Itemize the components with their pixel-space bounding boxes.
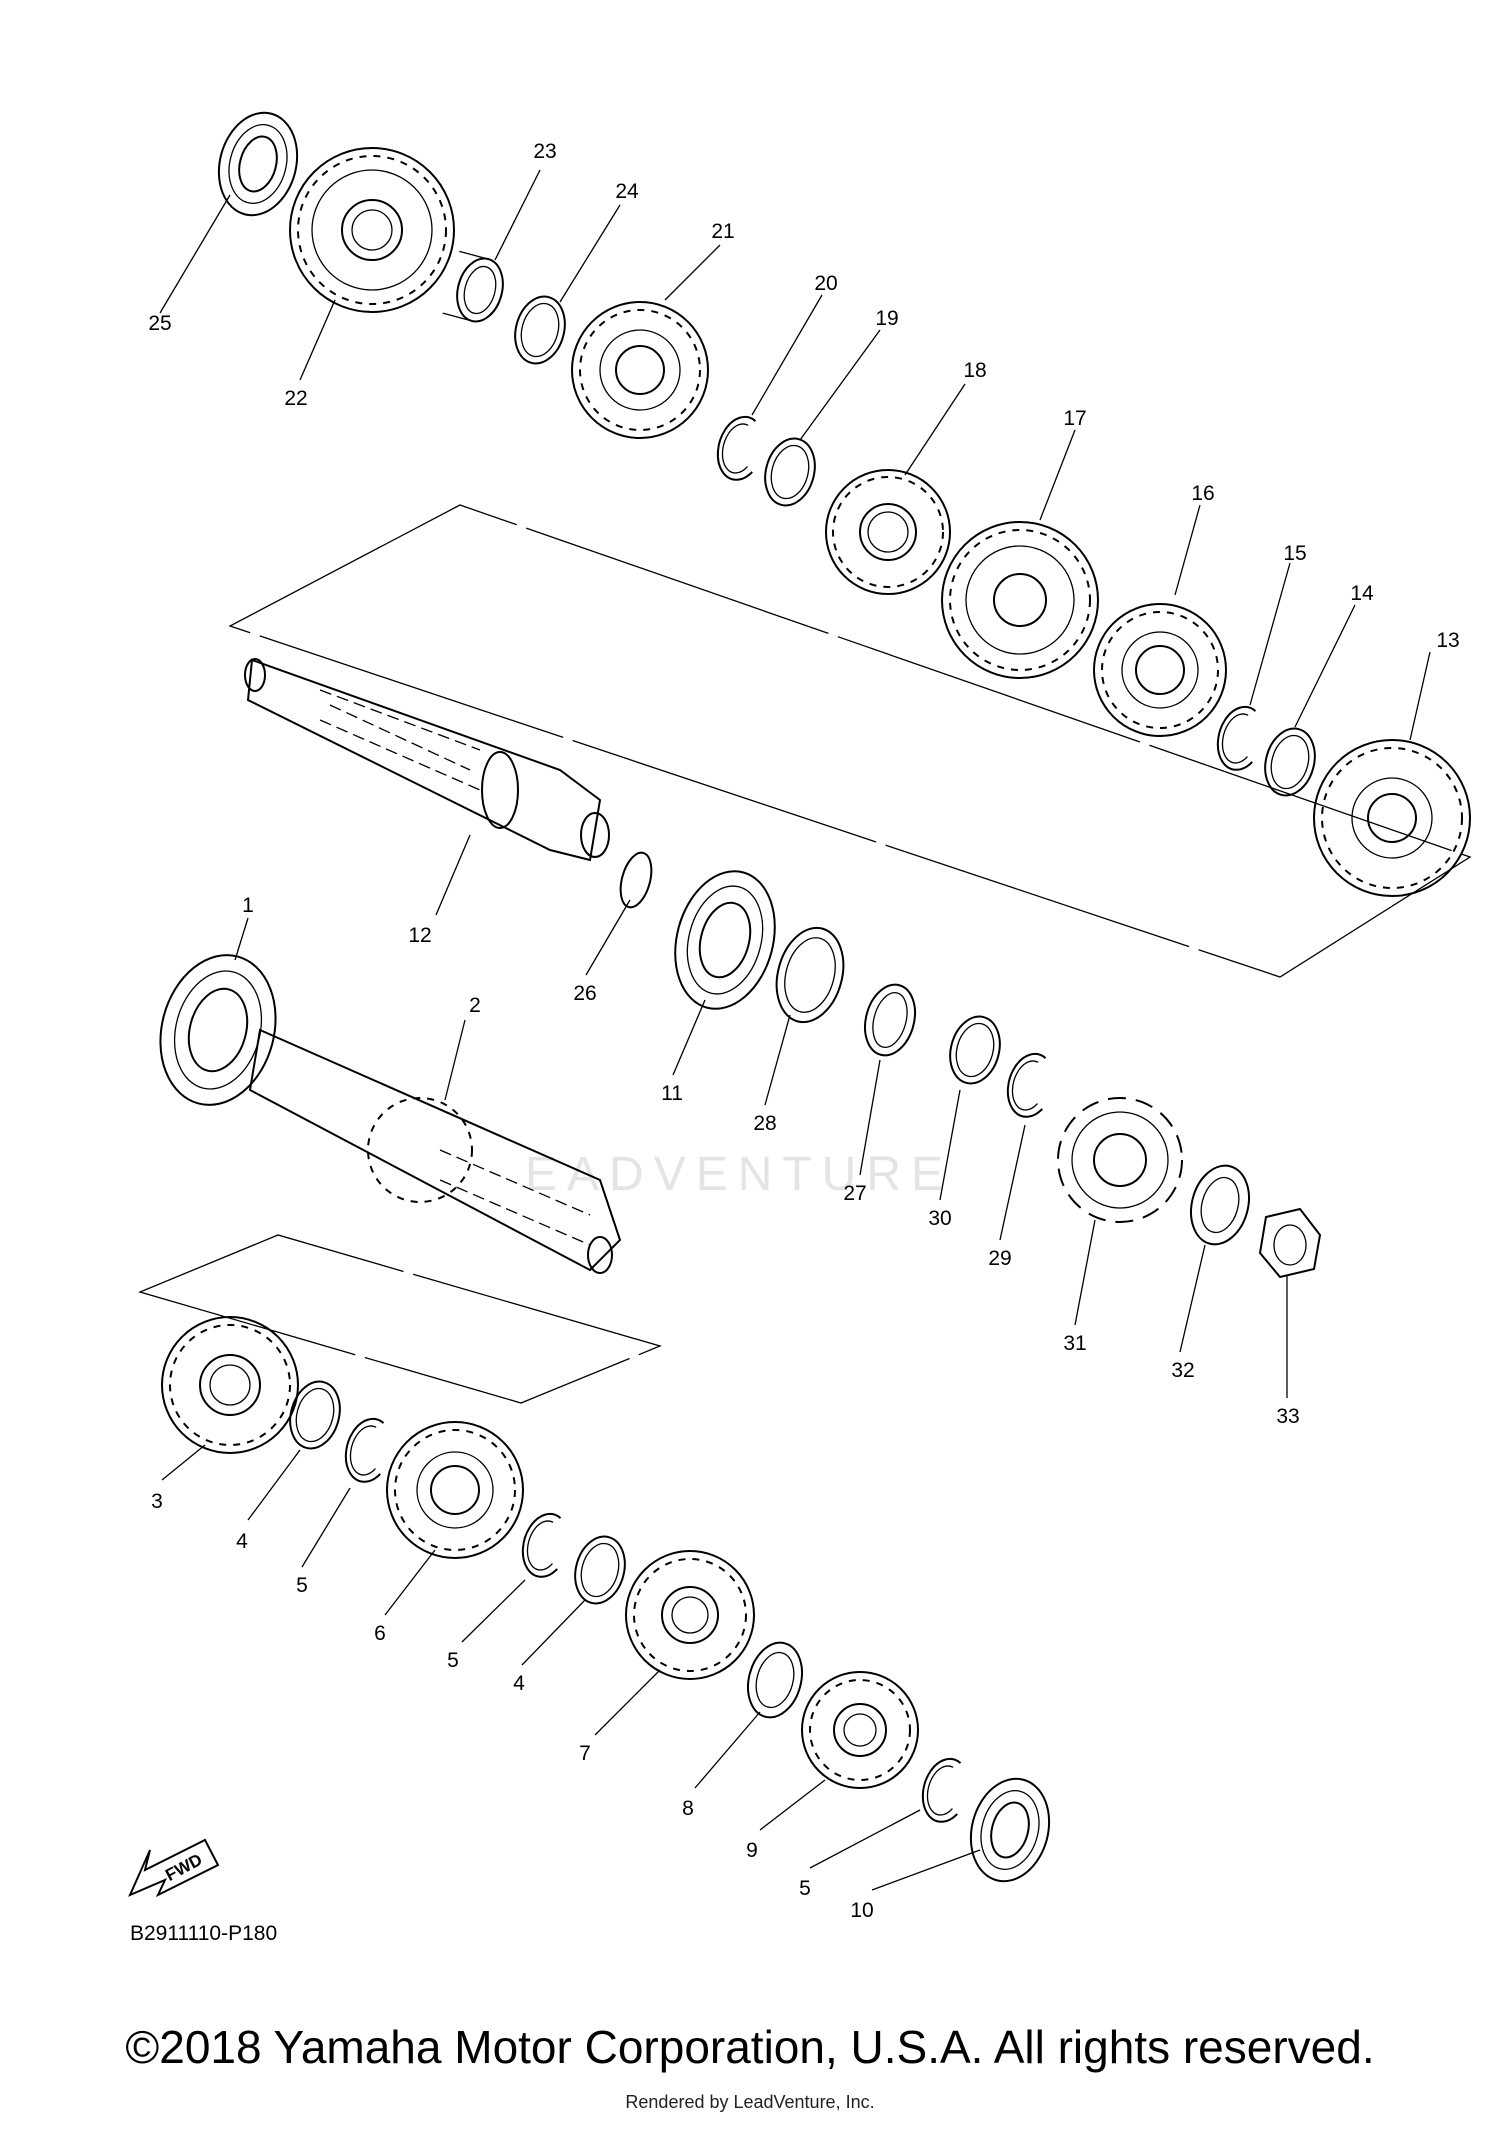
part-label-15: 15 <box>1283 542 1306 565</box>
part-label-27: 27 <box>843 1182 866 1205</box>
part-19-washer <box>757 431 823 513</box>
part-21-gear <box>571 301 709 439</box>
part-label-8: 8 <box>682 1797 694 1820</box>
part-label-25: 25 <box>148 312 171 335</box>
part-label-20: 20 <box>814 272 837 295</box>
part-label-23: 23 <box>533 140 556 163</box>
part-label-17: 17 <box>1063 407 1086 430</box>
part-label-32: 32 <box>1171 1359 1194 1382</box>
part-label-5a: 5 <box>296 1574 308 1597</box>
part-label-24: 24 <box>615 180 639 203</box>
part-4-washer-b <box>567 1529 633 1611</box>
part-4-washer-a <box>282 1374 348 1456</box>
part-31-sprocket <box>1057 1097 1183 1223</box>
part-label-14: 14 <box>1350 582 1374 605</box>
part-label-22: 22 <box>284 387 307 410</box>
part-26-o-ring <box>619 851 653 909</box>
part-number-labels: 1 2 3 4 5 6 5 4 7 8 9 5 10 11 12 13 14 1… <box>148 140 1459 1922</box>
drawing-code: B2911110-P180 <box>130 1922 277 1945</box>
copyright-notice: ©2018 Yamaha Motor Corporation, U.S.A. A… <box>125 2021 1375 2073</box>
part-label-29: 29 <box>988 1247 1011 1270</box>
part-12-drive-axle <box>244 658 610 862</box>
part-5-circlip-b <box>515 1507 572 1582</box>
part-label-31: 31 <box>1063 1332 1086 1355</box>
part-label-18: 18 <box>963 359 986 382</box>
part-label-13: 13 <box>1436 629 1459 652</box>
part-27-collar <box>864 983 916 1057</box>
part-6-gear <box>386 1421 524 1559</box>
fwd-label: FWD <box>162 1850 205 1885</box>
part-5-circlip-c <box>915 1752 972 1827</box>
part-17-gear <box>941 521 1099 679</box>
part-10-bearing <box>958 1768 1062 1892</box>
part-label-4a: 4 <box>236 1530 248 1553</box>
part-13-gear <box>1313 739 1471 897</box>
part-label-26: 26 <box>573 982 596 1005</box>
part-14-washer <box>1257 721 1323 803</box>
part-label-7: 7 <box>579 1742 591 1765</box>
part-23-collar <box>442 250 504 323</box>
rendered-by-notice: Rendered by LeadVenture, Inc. <box>625 2092 875 2112</box>
part-15-circlip <box>1210 700 1267 775</box>
leader-lines <box>159 169 1431 1891</box>
part-8-needle-bearing <box>747 1641 803 1719</box>
part-28-seal <box>775 926 845 1024</box>
part-30-washer <box>942 1009 1008 1091</box>
part-label-33: 33 <box>1276 1405 1299 1428</box>
main-axle-group-outline <box>138 1234 662 1404</box>
part-label-9: 9 <box>746 1839 758 1862</box>
part-label-3: 3 <box>151 1490 163 1513</box>
part-label-4b: 4 <box>513 1672 525 1695</box>
part-label-1: 1 <box>242 894 254 917</box>
fwd-arrow-icon: FWD <box>128 1838 220 1898</box>
part-11-bearing <box>674 870 776 1010</box>
part-3-gear <box>161 1316 299 1454</box>
part-5-circlip-a <box>338 1412 395 1487</box>
part-label-10: 10 <box>850 1899 873 1922</box>
part-label-2: 2 <box>469 994 481 1017</box>
part-7-gear <box>625 1550 755 1680</box>
part-label-12: 12 <box>408 924 431 947</box>
part-label-21: 21 <box>711 220 734 243</box>
part-label-28: 28 <box>753 1112 776 1135</box>
part-22-gear <box>289 147 455 313</box>
part-1-bearing <box>159 954 277 1106</box>
part-2-main-axle <box>248 1028 622 1274</box>
part-label-16: 16 <box>1191 482 1214 505</box>
part-24-washer <box>507 289 573 371</box>
part-29-circlip <box>1000 1047 1057 1122</box>
part-label-11: 11 <box>661 1082 683 1105</box>
part-label-5b: 5 <box>447 1649 459 1672</box>
part-label-6: 6 <box>374 1622 386 1645</box>
watermark: EADVENTURE <box>525 1148 953 1201</box>
part-16-gear <box>1093 603 1227 737</box>
part-label-30: 30 <box>928 1207 951 1230</box>
part-9-gear <box>801 1671 919 1789</box>
watermark-text: EADVENTURE <box>525 1148 953 1201</box>
drive-axle-group-outline <box>228 504 1472 978</box>
part-20-circlip <box>710 410 767 485</box>
part-33-nut <box>1258 1207 1322 1279</box>
part-32-lock-washer <box>1190 1164 1250 1246</box>
part-label-19: 19 <box>875 307 898 330</box>
part-label-5c: 5 <box>799 1877 811 1900</box>
part-18-gear <box>825 469 951 595</box>
